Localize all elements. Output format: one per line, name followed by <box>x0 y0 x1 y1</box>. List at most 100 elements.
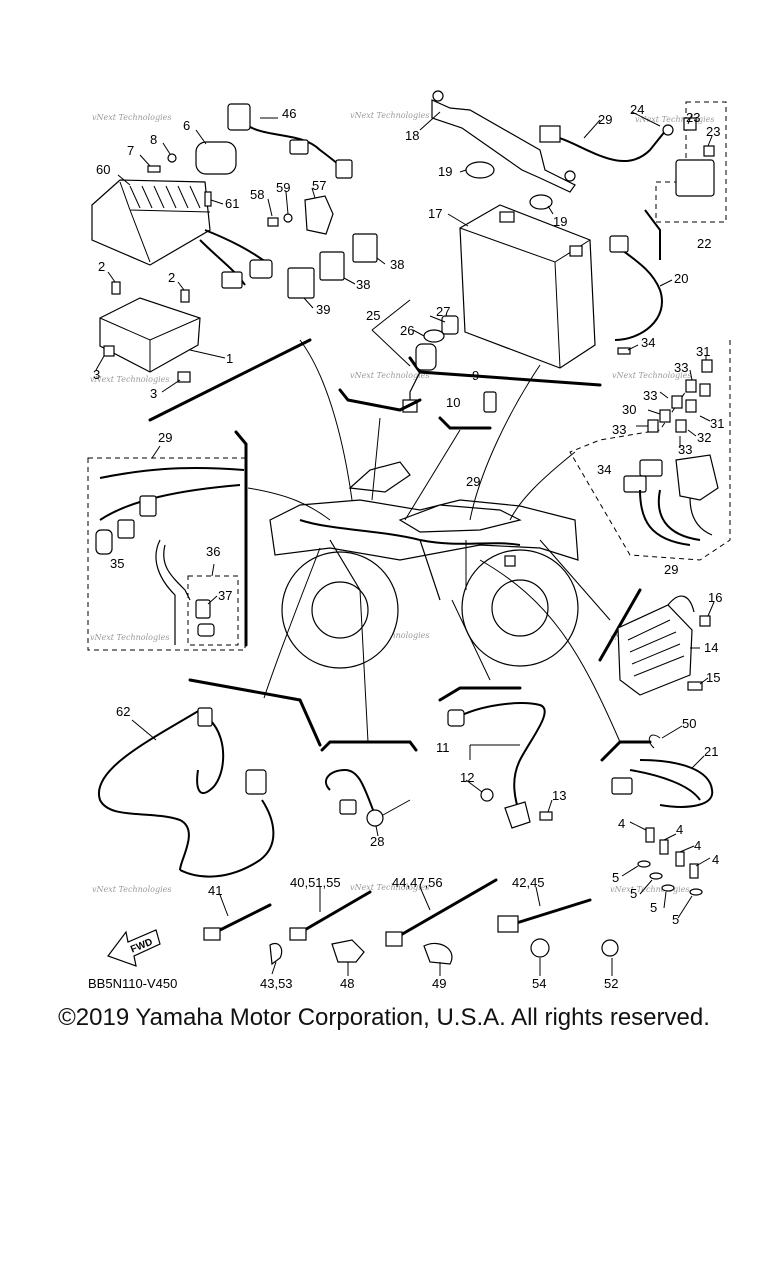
callout-19b: 19 <box>553 214 567 229</box>
callout-43-53: 43,53 <box>260 976 293 991</box>
lower-harness-62 <box>97 678 322 878</box>
callout-18: 18 <box>405 128 419 143</box>
callout-28: 28 <box>370 834 384 849</box>
svg-text:vNext Technologies: vNext Technologies <box>612 371 691 380</box>
callout-38b: 38 <box>356 277 370 292</box>
atv-handlebar <box>348 461 411 493</box>
callouts-inset: 29 35 36 37 <box>110 430 232 603</box>
bolt-13 <box>539 811 553 821</box>
callout-1: 1 <box>226 351 233 366</box>
callout-2a: 2 <box>98 259 105 274</box>
leaders-center-top <box>412 315 446 337</box>
callout-3b: 3 <box>150 386 157 401</box>
svg-text:vNext Technologies: vNext Technologies <box>610 885 689 894</box>
cap-35 <box>95 529 113 555</box>
callout-32: 32 <box>697 430 711 445</box>
callout-8: 8 <box>150 132 157 147</box>
callouts-fuse: 31 33 33 30 31 33 32 33 34 29 <box>597 344 724 577</box>
callouts-top-right: 18 24 29 23 23 19 19 17 22 20 34 <box>405 102 720 350</box>
callout-27: 27 <box>436 304 450 319</box>
inset-box-36 <box>187 575 239 646</box>
callout-61: 61 <box>225 196 239 211</box>
callout-24: 24 <box>630 102 644 117</box>
callout-34b: 34 <box>597 462 611 477</box>
screw-58 <box>267 217 279 227</box>
harness-inset <box>87 430 248 651</box>
callout-23a: 23 <box>686 110 700 125</box>
atv-vehicle <box>247 339 621 743</box>
key-27 <box>441 315 459 335</box>
svg-text:vNext Technologies: vNext Technologies <box>350 111 429 120</box>
callout-11: 11 <box>436 740 450 755</box>
callout-10: 10 <box>446 395 460 410</box>
sensor-11-group: 11 12 13 <box>436 686 566 829</box>
callout-50: 50 <box>682 716 696 731</box>
connector-46c <box>335 159 353 179</box>
copyright-notice: ©2019 Yamaha Motor Corporation, U.S.A. A… <box>58 1004 710 1031</box>
clamp-52 <box>601 939 619 957</box>
svg-text:vNext Technologies: vNext Technologies <box>350 371 429 380</box>
callout-22: 22 <box>697 236 711 251</box>
callout-36: 36 <box>206 544 220 559</box>
callout-35: 35 <box>110 556 124 571</box>
callout-4a: 4 <box>618 816 625 831</box>
fuse-box-group <box>569 340 731 561</box>
cable-tie-44 <box>390 878 498 942</box>
screw-61 <box>204 191 212 207</box>
callout-29b: 29 <box>664 562 678 577</box>
callout-5a: 5 <box>612 870 619 885</box>
callout-59: 59 <box>276 180 290 195</box>
callouts-regulator: 16 14 15 <box>704 590 722 685</box>
diagram-code: BB5N110-V450 <box>88 976 177 991</box>
svg-text:vNext Technologies: vNext Technologies <box>92 113 171 122</box>
atv-seat <box>398 504 522 533</box>
callout-2b: 2 <box>168 270 175 285</box>
callout-4b: 4 <box>676 822 683 837</box>
bolt-15 <box>687 681 703 691</box>
callout-39: 39 <box>316 302 330 317</box>
ecu-box-60 <box>91 179 211 266</box>
callout-33b: 33 <box>643 388 657 403</box>
oring-12 <box>480 788 494 802</box>
callout-23b: 23 <box>706 124 720 139</box>
nut-26 <box>423 329 445 343</box>
clamp-50 <box>648 734 661 749</box>
leaders-top-right <box>419 111 713 351</box>
svg-text:vNext Technologies: vNext Technologies <box>635 115 714 124</box>
callout-12: 12 <box>460 770 474 785</box>
leaders-injector <box>621 725 711 919</box>
relay-38a <box>352 233 378 263</box>
injector-group <box>600 734 714 896</box>
callout-40-51-55: 40,51,55 <box>290 875 341 890</box>
clamp-54 <box>530 938 550 958</box>
callout-7: 7 <box>127 143 134 158</box>
battery-strap-18 <box>431 99 576 193</box>
washer-59 <box>283 213 293 223</box>
callout-46: 46 <box>282 106 296 121</box>
callout-42-45: 42,45 <box>512 875 545 890</box>
cable-tie-42 <box>508 898 592 927</box>
callout-41: 41 <box>208 883 222 898</box>
callout-54: 54 <box>532 976 546 991</box>
bolt-16 <box>699 615 711 627</box>
leaders-top-left <box>95 117 386 393</box>
clamp-48 <box>331 939 365 963</box>
callouts-top-left: 46 6 8 7 60 58 59 57 61 2 2 38 38 39 1 3… <box>93 106 404 401</box>
callout-33d: 33 <box>678 442 692 457</box>
starter-relay <box>675 159 715 197</box>
callout-5b: 5 <box>630 886 637 901</box>
callout-60: 60 <box>96 162 110 177</box>
relay-39 <box>287 267 315 299</box>
callout-15: 15 <box>706 670 720 685</box>
cable-20 <box>609 239 663 341</box>
callout-6: 6 <box>183 118 190 133</box>
rectifier-regulator-14 <box>617 604 693 696</box>
callouts-62: 62 <box>116 704 157 741</box>
callout-19a: 19 <box>438 164 452 179</box>
ignition-coil <box>195 141 237 175</box>
inset-box-29 <box>87 457 246 651</box>
svg-text:vNext Technologies: vNext Technologies <box>350 883 429 892</box>
washer-8 <box>167 153 177 163</box>
fwd-arrow-icon: FWD <box>107 929 161 967</box>
callout-30: 30 <box>622 402 636 417</box>
